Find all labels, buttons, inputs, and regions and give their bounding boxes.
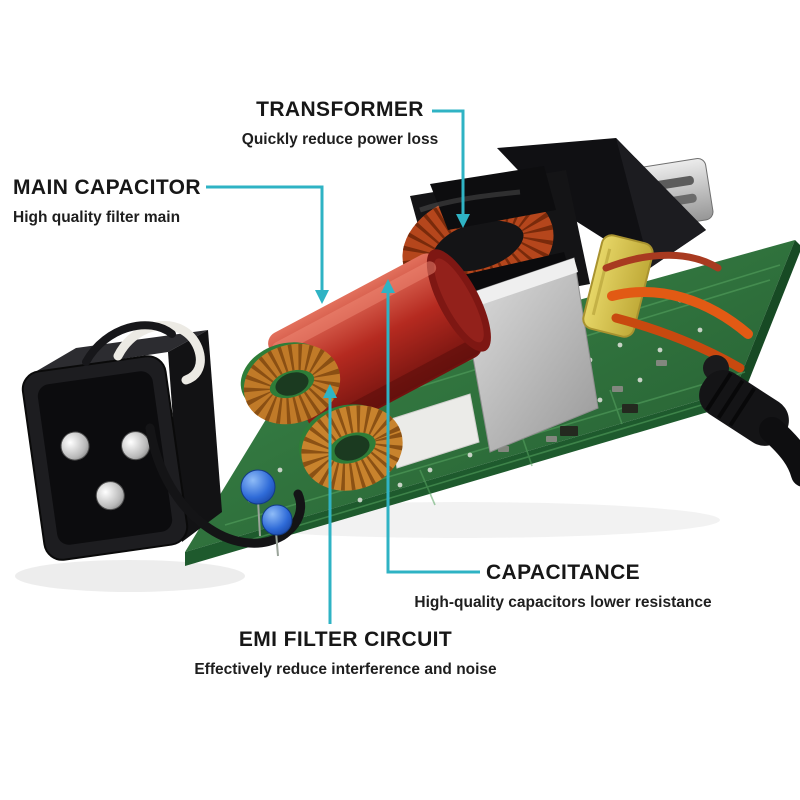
callout-main-capacitor-title: MAIN CAPACITOR <box>13 176 201 199</box>
callout-emi-filter-title: EMI FILTER CIRCUIT <box>238 628 453 651</box>
ac-pin <box>95 481 125 511</box>
casing-shell <box>497 138 706 268</box>
heatsink-shield <box>387 257 599 469</box>
ac-pin <box>60 431 90 461</box>
callout-lines <box>206 109 480 624</box>
callout-transformer-description: Quickly reduce power loss <box>241 131 439 148</box>
ac-inlet-connector <box>21 330 222 561</box>
callout-arrow-transformer <box>456 214 470 228</box>
callout-capacitance-description: High-quality capacitors lower resistance <box>414 594 712 611</box>
callout-arrow-main-capacitor <box>315 290 329 304</box>
callout-line-capacitance <box>386 291 480 574</box>
callout-transformer-title: TRANSFORMER <box>256 98 424 121</box>
output-cable <box>699 355 800 487</box>
callout-capacitance: CAPACITANCE High-quality capacitors lowe… <box>398 561 728 612</box>
output-wires <box>602 251 753 373</box>
callout-emi-filter-description: Effectively reduce interference and nois… <box>194 661 497 678</box>
callout-arrow-capacitance <box>381 279 395 293</box>
callout-capacitance-title: CAPACITANCE <box>485 561 641 584</box>
connector-wires <box>82 321 306 548</box>
callout-line-main-capacitor <box>206 185 324 292</box>
callout-arrow-emi-filter <box>323 384 337 398</box>
filter-capacitors-blue <box>240 469 293 557</box>
callout-transformer: TRANSFORMER Quickly reduce power loss <box>225 98 455 149</box>
callout-emi-filter: EMI FILTER CIRCUIT Effectively reduce in… <box>178 628 513 679</box>
callout-main-capacitor-description: High quality filter main <box>13 209 181 226</box>
callout-line-transformer <box>432 109 465 216</box>
callout-main-capacitor: MAIN CAPACITOR High quality filter main <box>13 176 201 227</box>
